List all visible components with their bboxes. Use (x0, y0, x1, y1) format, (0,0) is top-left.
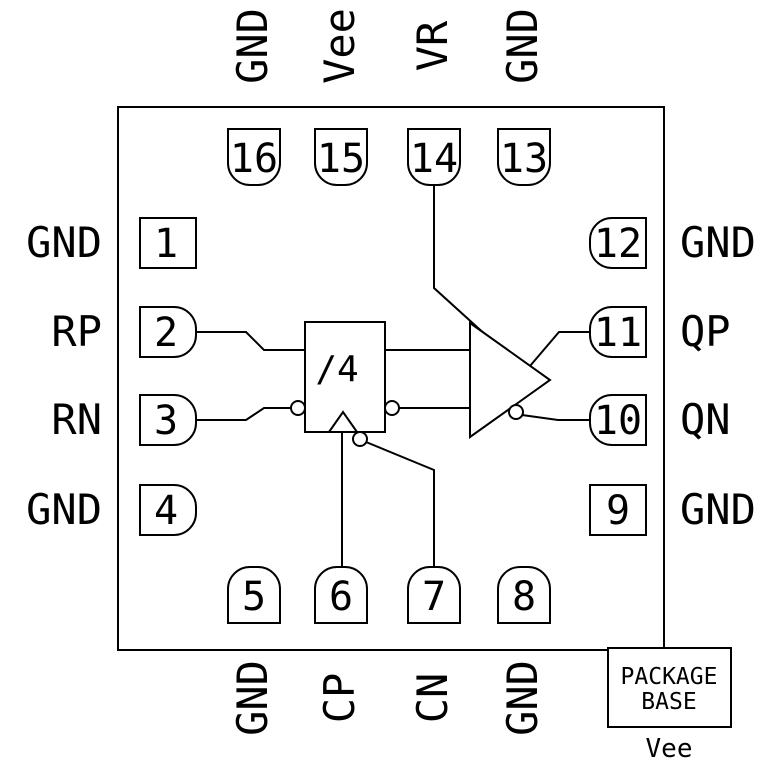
pin-1-net-label: GND (26, 218, 102, 267)
wire-rp (196, 331, 305, 351)
pin-13-shape (497, 128, 551, 186)
pin-7-shape (407, 566, 461, 624)
pin-5-net-label: GND (228, 660, 277, 736)
pin-9-net-label: GND (680, 485, 756, 534)
package-outline (117, 106, 665, 651)
pin-11-number: 11 (594, 310, 642, 356)
wire-rn (196, 407, 291, 421)
pin-6: 6 (314, 566, 368, 624)
pin-16: 16 (227, 128, 281, 186)
pin-10-shape (589, 394, 647, 446)
pin-16-shape (227, 128, 281, 186)
pin-15: 15 (314, 128, 368, 186)
pin-6-shape (314, 566, 368, 624)
pin-10: 10 (589, 394, 647, 446)
pin-3-shape (139, 394, 197, 446)
pin-14: 14 (407, 128, 461, 186)
pin-7: 7 (407, 566, 461, 624)
wire-vr (433, 185, 489, 338)
buffer-triangle (469, 321, 552, 439)
divider-block-label: /4 (315, 349, 358, 390)
pin-12-net-label: GND (680, 218, 756, 267)
pin-16-net-label: GND (228, 8, 277, 84)
pin-13: 13 (497, 128, 551, 186)
inversion-bubble-qn (508, 404, 524, 420)
pin-6-net-label: CP (315, 673, 364, 724)
wire-qn (521, 414, 590, 421)
pin-4-shape (139, 484, 197, 536)
pin-4-net-label: GND (26, 485, 102, 534)
pin-12: 12 (589, 217, 647, 269)
pin-13-net-label: GND (498, 8, 547, 84)
pin-14-number: 14 (410, 136, 458, 182)
pin-8-shape (497, 566, 551, 624)
wire-qp (529, 331, 590, 367)
pin-5-number: 5 (242, 574, 266, 620)
inversion-bubble-cn (352, 431, 368, 447)
pin-4-number: 4 (154, 488, 178, 534)
pin-1: 1 (139, 217, 197, 269)
inversion-bubble-rn (290, 400, 306, 416)
pin-3: 3 (139, 394, 197, 446)
pin-2-shape (139, 306, 197, 358)
pin-11: 11 (589, 306, 647, 358)
pin-15-number: 15 (317, 136, 365, 182)
pin-14-net-label: VR (408, 20, 457, 71)
pin-11-shape (589, 306, 647, 358)
inversion-bubble-out (384, 400, 400, 416)
pin-9-number: 9 (606, 488, 630, 534)
pin-4: 4 (139, 484, 197, 536)
package-base-box (607, 647, 732, 728)
package-base-line1: PACKAGE (621, 664, 718, 690)
package-base-line2: BASE (641, 689, 696, 715)
wire-cn (365, 441, 435, 567)
pin-7-number: 7 (422, 574, 446, 620)
pin-15-net-label: Vee (315, 8, 364, 84)
package-base-net-label: Vee (646, 734, 693, 764)
pin-1-number: 1 (154, 221, 178, 267)
pin-9-shape (589, 484, 647, 536)
pin-13-number: 13 (500, 136, 548, 182)
pin-2-number: 2 (154, 310, 178, 356)
pin-11-net-label: QP (680, 307, 731, 356)
pin-3-net-label: RN (51, 395, 102, 444)
pin-5-shape (227, 566, 281, 624)
pin-16-number: 16 (230, 136, 278, 182)
pin-10-number: 10 (594, 398, 642, 444)
pin-10-net-label: QN (680, 395, 731, 444)
pin-12-number: 12 (594, 221, 642, 267)
clock-wedge-icon (328, 410, 358, 433)
pin-1-shape (139, 217, 197, 269)
pin-9: 9 (589, 484, 647, 536)
pin-5: 5 (227, 566, 281, 624)
pin-8-net-label: GND (498, 660, 547, 736)
pin-8-number: 8 (512, 574, 536, 620)
pin-14-shape (407, 128, 461, 186)
pin-2-net-label: RP (51, 307, 102, 356)
pin-7-net-label: CN (408, 673, 457, 724)
pin-3-number: 3 (154, 398, 178, 444)
pin-12-shape (589, 217, 647, 269)
pin-8: 8 (497, 566, 551, 624)
pin-15-shape (314, 128, 368, 186)
package-base: PACKAGE BASE Vee (607, 647, 732, 764)
pin-2: 2 (139, 306, 197, 358)
pin-6-number: 6 (329, 574, 353, 620)
